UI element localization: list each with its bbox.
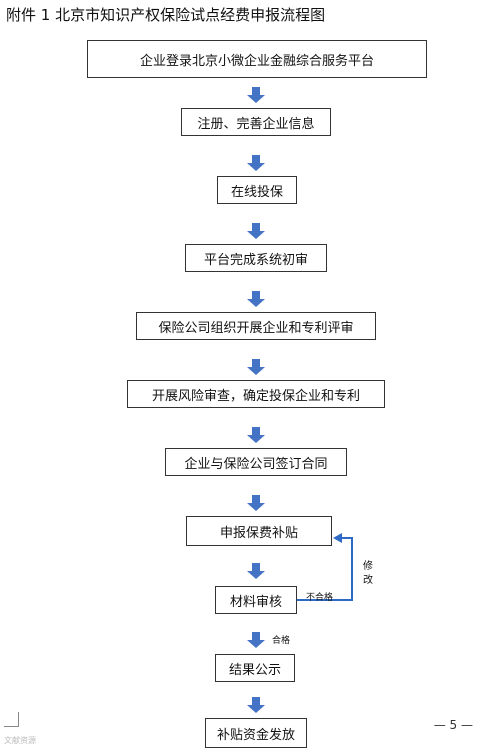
flow-arrow <box>247 291 265 307</box>
step-sign-contract: 企业与保险公司签订合同 <box>165 448 347 476</box>
fail-label: 不合格 <box>306 593 334 603</box>
step-subsidy-payment: 补贴资金发放 <box>205 718 307 748</box>
step-register: 注册、完善企业信息 <box>181 108 331 136</box>
revise-label: 修 改 <box>363 561 373 586</box>
flow-arrow <box>247 632 265 648</box>
flow-arrow <box>247 87 265 103</box>
pass-label: 合格 <box>272 636 291 646</box>
flow-arrow <box>247 223 265 239</box>
step-apply-subsidy: 申报保费补贴 <box>186 516 332 546</box>
flow-arrow <box>247 563 265 579</box>
watermark: 文献资源 <box>4 736 36 745</box>
corner-mark <box>4 712 19 727</box>
flow-arrow <box>247 155 265 171</box>
flow-arrow <box>247 495 265 511</box>
step-material-audit: 材料审核 <box>215 586 297 614</box>
step-initial-review: 平台完成系统初审 <box>185 244 327 272</box>
step-online-insure: 在线投保 <box>217 176 297 204</box>
page-number: — 5 — <box>433 718 473 732</box>
flow-arrow <box>247 359 265 375</box>
step-patent-review: 保险公司组织开展企业和专利评审 <box>136 312 376 340</box>
step-result-publicity: 结果公示 <box>215 654 295 682</box>
page-title: 附件 1 北京市知识产权保险试点经费申报流程图 <box>6 6 326 24</box>
step-risk-review: 开展风险审查，确定投保企业和专利 <box>127 380 385 408</box>
flow-arrow <box>247 427 265 443</box>
step-login-platform: 企业登录北京小微企业金融综合服务平台 <box>87 40 427 78</box>
flow-arrow <box>247 697 265 713</box>
